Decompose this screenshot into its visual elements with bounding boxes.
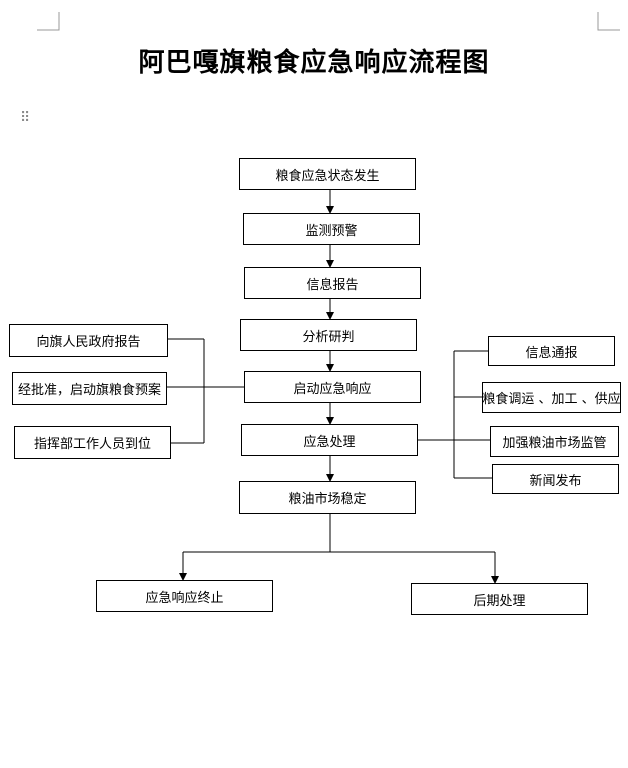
node-plan-label: 经批准，启动旗粮食预案 <box>17 383 161 398</box>
node-occurrence: 粮食应急状态发生 <box>239 158 416 190</box>
node-report-gov-label: 向旗人民政府报告 <box>36 335 141 350</box>
node-staff: 指挥部工作人员到位 <box>14 426 171 459</box>
drag-handle-icon[interactable]: ⠿ <box>20 110 30 126</box>
node-news-label: 新闻发布 <box>529 473 582 489</box>
node-aftermath: 后期处理 <box>411 583 588 615</box>
node-stabilize-label: 粮油市场稳定 <box>288 492 367 507</box>
node-handling-label: 应急处理 <box>303 434 356 450</box>
node-report-label: 信息报告 <box>306 277 359 293</box>
node-handling: 应急处理 <box>241 424 418 456</box>
node-start-response: 启动应急响应 <box>244 371 421 403</box>
node-occurrence-label: 粮食应急状态发生 <box>275 168 380 184</box>
node-dispatch: 粮食调运 、加工 、供应 <box>482 382 621 413</box>
node-plan: 经批准，启动旗粮食预案 <box>12 372 167 405</box>
node-news: 新闻发布 <box>492 464 619 494</box>
node-aftermath-label: 后期处理 <box>473 593 526 609</box>
node-supervise: 加强粮油市场监管 <box>490 426 619 457</box>
node-end-response: 应急响应终止 <box>96 580 273 612</box>
node-monitor-label: 监测预警 <box>305 223 358 239</box>
node-staff-label: 指挥部工作人员到位 <box>33 437 151 452</box>
node-monitor: 监测预警 <box>243 213 420 245</box>
node-end-response-label: 应急响应终止 <box>145 590 224 606</box>
node-notify-label: 信息通报 <box>525 345 578 361</box>
node-stabilize: 粮油市场稳定 <box>239 481 416 514</box>
node-notify: 信息通报 <box>488 336 615 366</box>
page-title: 阿巴嘎旗粮食应急响应流程图 <box>138 48 490 78</box>
node-start-response-label: 启动应急响应 <box>293 381 372 397</box>
node-analysis: 分析研判 <box>240 319 417 351</box>
node-report: 信息报告 <box>244 267 421 299</box>
node-report-gov: 向旗人民政府报告 <box>9 324 168 357</box>
node-dispatch-label: 粮食调运 、加工 、供应 <box>482 392 621 407</box>
node-analysis-label: 分析研判 <box>302 329 355 345</box>
page-corner-mark-right <box>597 12 620 31</box>
page-corner-mark-left <box>37 12 60 31</box>
node-supervise-label: 加强粮油市场监管 <box>502 436 607 451</box>
